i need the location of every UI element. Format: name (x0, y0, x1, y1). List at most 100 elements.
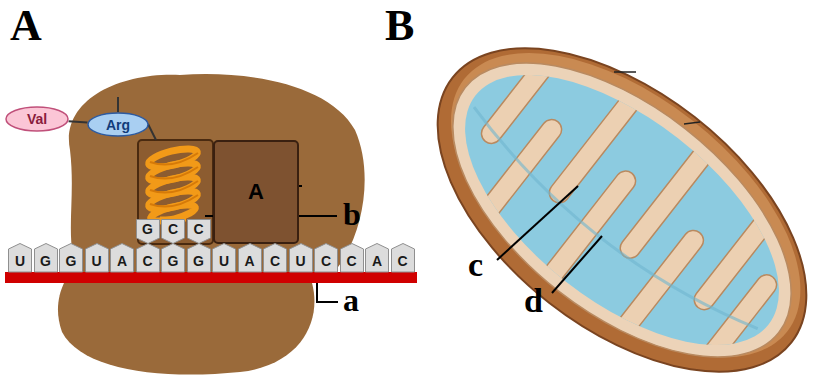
trna-helix (147, 145, 199, 224)
base-outline (264, 244, 287, 273)
crista (545, 80, 650, 207)
anticodon-base: C (187, 219, 211, 244)
leader-line (552, 236, 602, 293)
trna-helix-shade (150, 153, 198, 207)
p-site (138, 140, 213, 244)
base-outline (187, 244, 210, 273)
node-text: G (40, 254, 51, 268)
anticodon-base: C (161, 219, 185, 244)
base-outline (187, 220, 210, 244)
matrix (419, 24, 819, 383)
leader-line (614, 71, 636, 73)
leader-line (684, 122, 700, 124)
node-text: C (321, 254, 331, 268)
mrna-base: G (187, 243, 211, 272)
anticodon-base: G (136, 219, 160, 244)
ellipse-outline (6, 107, 68, 131)
amino-acid-tick (117, 97, 119, 112)
base-outline (111, 244, 134, 273)
node-text: U (15, 254, 25, 268)
base-outline (9, 244, 32, 273)
mrna-base: U (8, 243, 32, 272)
leader-line (317, 283, 338, 302)
base-outline (162, 244, 185, 273)
base-outline (289, 244, 312, 273)
mrna-base: C (314, 243, 338, 272)
node-text: G (193, 254, 204, 268)
ellipse-outline (88, 113, 148, 136)
art-part (412, 12, 819, 383)
part-label: d (524, 284, 543, 318)
art-part (150, 181, 198, 193)
node-text: C (142, 254, 152, 268)
base-outline (136, 244, 159, 273)
node-text: U (295, 254, 305, 268)
art-part (150, 153, 198, 165)
node-text: C (270, 254, 280, 268)
outer-membrane-highlight (398, 0, 819, 383)
panel-label: B (385, 4, 414, 48)
amino-acid: Val (5, 106, 69, 132)
mrna-base: A (365, 243, 389, 272)
base-outline (213, 244, 236, 273)
node-text: U (91, 254, 101, 268)
base-outline (238, 244, 261, 273)
node-text: G (168, 254, 179, 268)
node-text: C (397, 254, 407, 268)
mrna-base: A (238, 243, 262, 272)
node-text: C (193, 222, 203, 236)
peptide-bond (69, 121, 88, 122)
leader-line (497, 186, 578, 260)
art-part (150, 167, 198, 179)
part-label: a (343, 284, 359, 316)
node-text: G (142, 222, 153, 236)
base-outline (391, 244, 414, 273)
crista (685, 271, 781, 383)
node-text: A (372, 254, 382, 268)
intermembrane-space (402, 6, 819, 383)
panel-label: A (10, 4, 42, 48)
node-text: U (219, 254, 229, 268)
mrna-base: U (289, 243, 313, 272)
crista (616, 136, 721, 263)
node-text: A (244, 254, 254, 268)
mitochondrion (380, 0, 819, 383)
base-outline (136, 220, 159, 244)
base-outline (85, 244, 108, 273)
base-outline (340, 244, 363, 273)
base-outline (366, 244, 389, 273)
a-site-box: A (213, 140, 299, 244)
amino-acid: Arg (87, 112, 149, 137)
node-text: C (168, 222, 178, 236)
matrix-shading (459, 107, 758, 348)
art-part (150, 195, 198, 207)
mrna-base: C (391, 243, 415, 272)
mrna-base: G (161, 243, 185, 272)
site-outline (214, 141, 298, 243)
outer-membrane (380, 0, 819, 383)
mrna-base: A (110, 243, 134, 272)
ribosome-large-subunit (69, 74, 365, 272)
base-outline (162, 220, 185, 244)
base-outline (315, 244, 338, 273)
node-text: A (248, 181, 264, 203)
node-text: A (117, 254, 127, 268)
mrna-strand (5, 272, 417, 283)
mrna-base: U (212, 243, 236, 272)
mrna-base: U (85, 243, 109, 272)
part-label: c (468, 248, 483, 282)
crista (464, 116, 566, 239)
ribosome-small-subunit (58, 283, 314, 375)
base-outline (60, 244, 83, 273)
crista (605, 226, 707, 349)
mrna-base: G (59, 243, 83, 272)
node-text: Val (27, 112, 47, 126)
node-text: Arg (106, 118, 130, 132)
part-label: b (343, 198, 361, 230)
base-outline (34, 244, 57, 273)
mrna-base: G (34, 243, 58, 272)
trna-link (148, 124, 156, 140)
